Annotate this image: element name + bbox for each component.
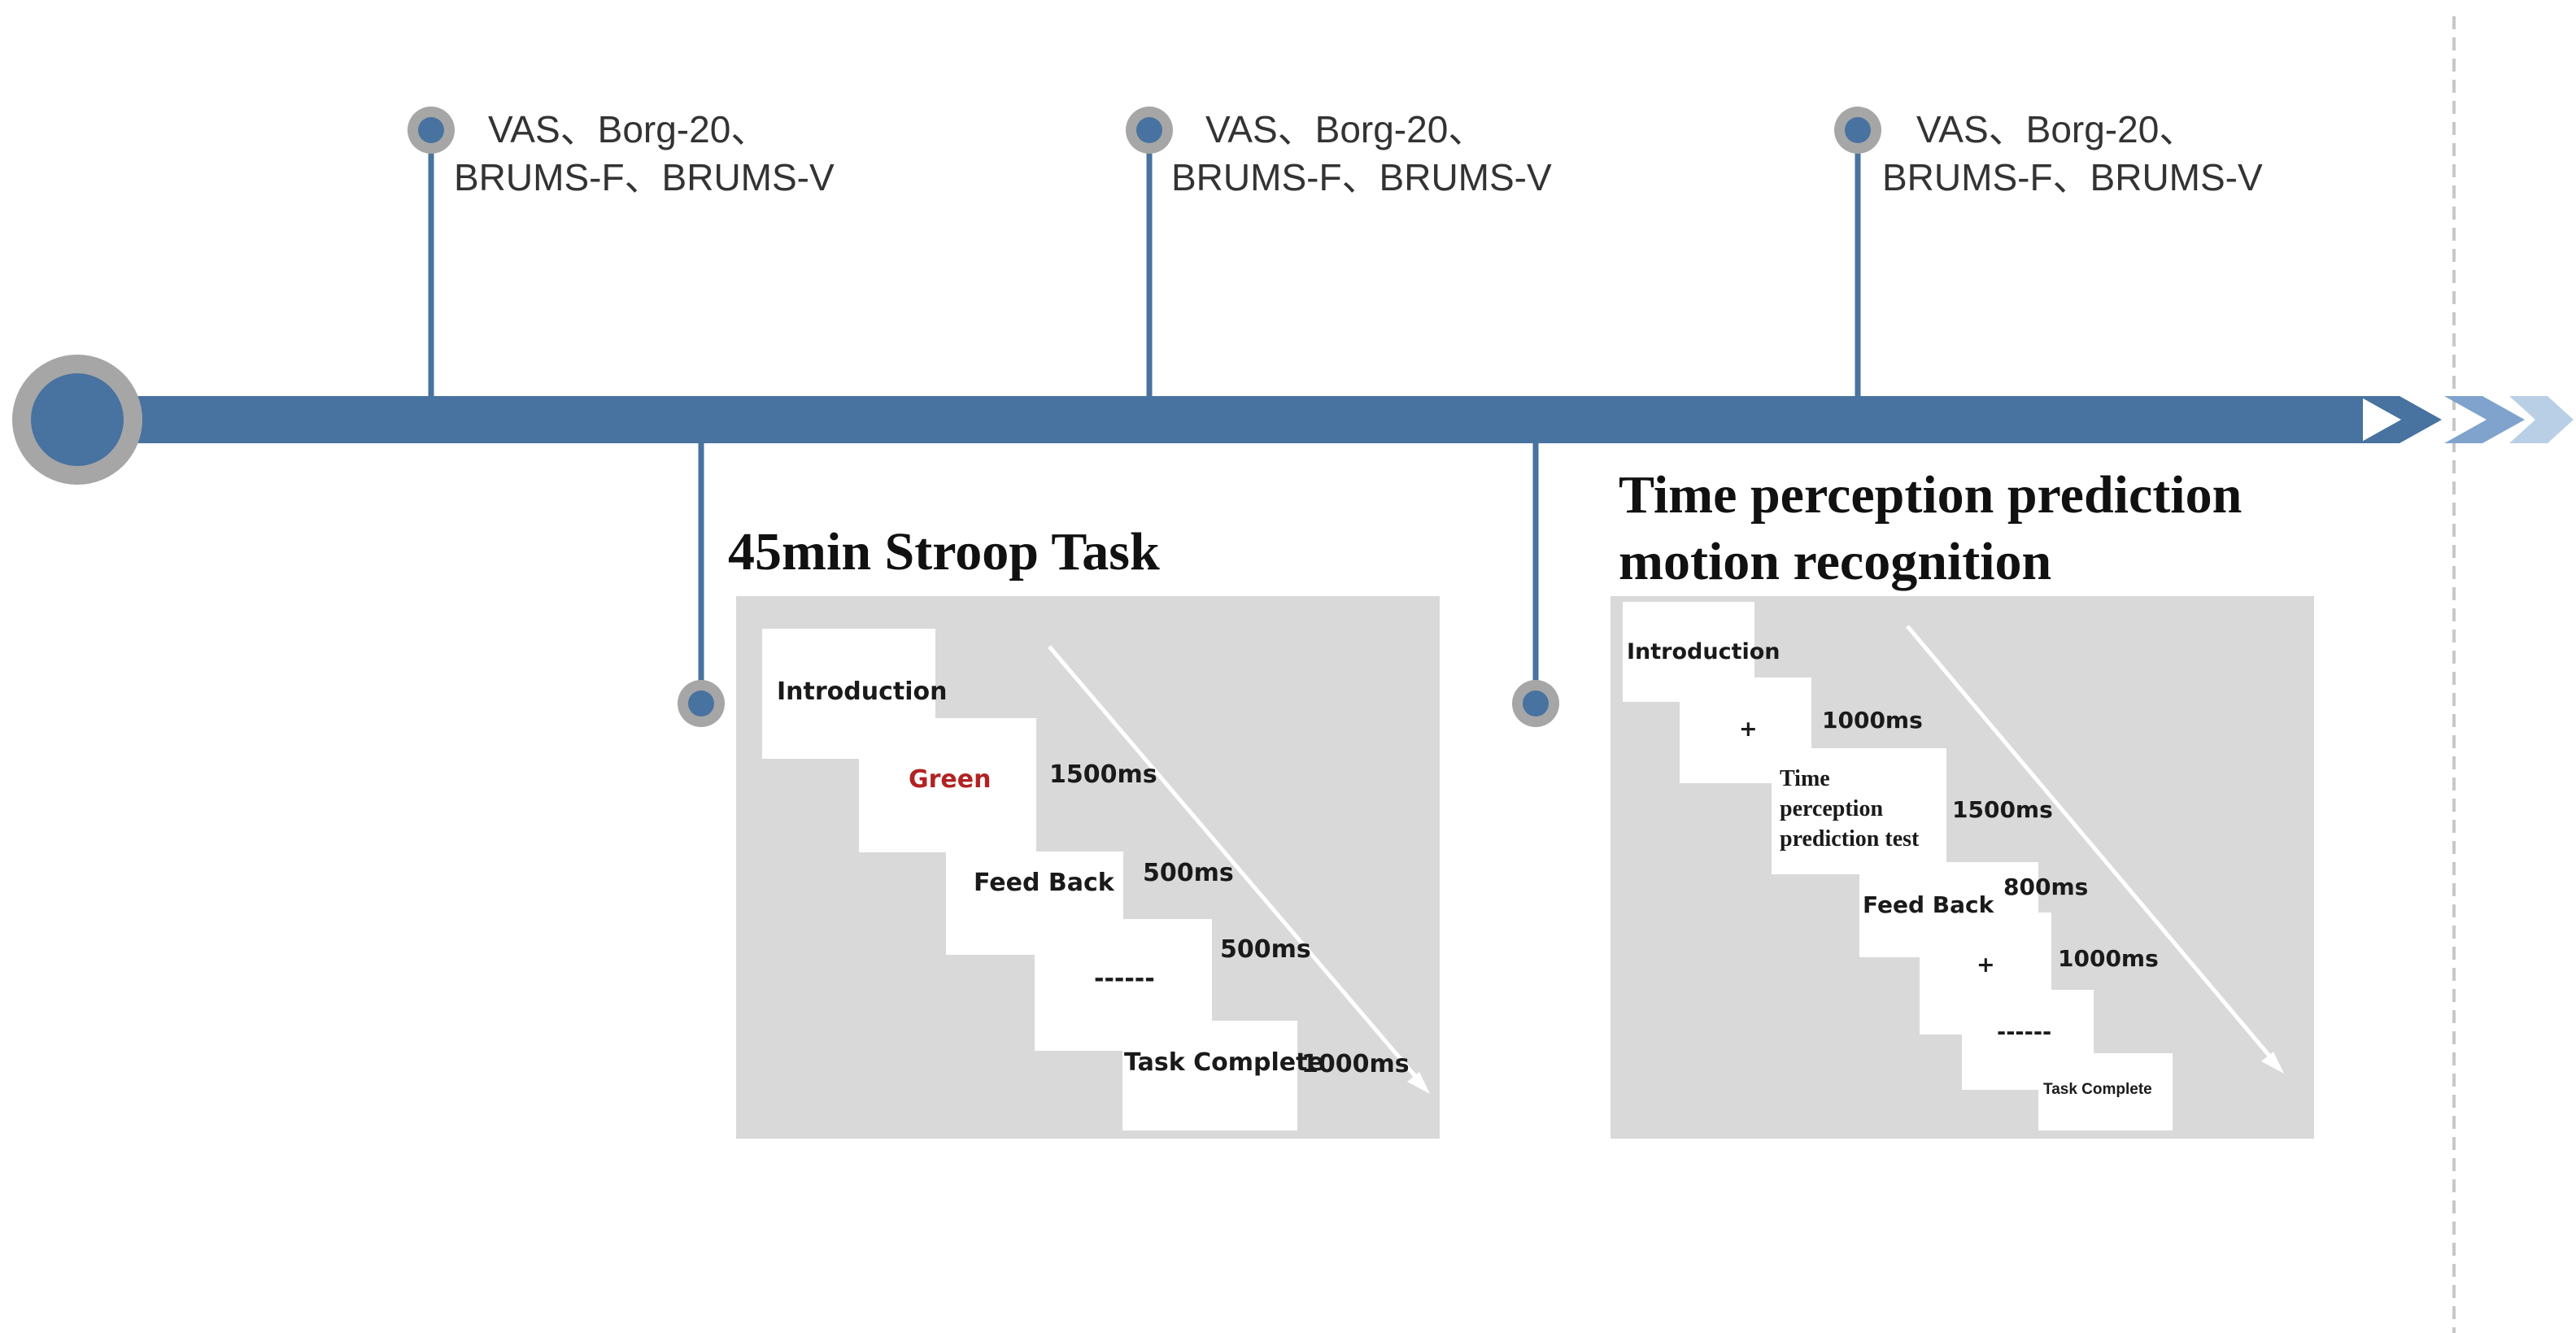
stroop-card-complete [1122,1021,1297,1130]
stroop-duration-4: 1000ms [1301,1050,1410,1078]
stroop-node [678,680,725,727]
time-prediction-line1: Time [1780,766,1830,791]
time-task-title-line2: motion recognition [1619,532,2051,591]
time-ellipsis: ------ [1997,1020,2051,1045]
time-card-complete [2038,1053,2173,1130]
time-duration-1: 1000ms [1822,707,1923,734]
time-duration-4: 1000ms [2058,945,2159,972]
stroop-duration-2: 500ms [1143,859,1234,887]
measure-2-line2: BRUMS-F、BRUMS-V [1171,156,1552,198]
chevron-arrow-3 [2509,396,2574,443]
stroop-complete-label: Task Complete [1124,1048,1324,1077]
stroop-stimulus-word: Green [909,765,991,794]
time-fixation-2: + [1977,952,1995,978]
stroop-ellipsis: ------ [1094,965,1155,993]
timeline-start-inner [31,373,124,466]
stroop-panel: Introduction Green Feed Back ------ Task… [736,596,1440,1139]
time-prediction-line2: perception [1780,796,1883,821]
time-complete-label: Task Complete [2043,1081,2152,1098]
measure-node-2 [1126,107,1173,154]
time-task-title-line1: Time perception prediction [1619,465,2242,525]
stroop-title: 45min Stroop Task [728,522,1160,582]
measure-3-line2: BRUMS-F、BRUMS-V [1882,156,2263,198]
chevron-arrow-2 [2444,396,2525,443]
measure-node-1 [408,107,455,154]
stroop-card-stimulus [859,718,1036,852]
measure-2-line1: VAS、Borg-20、 [1205,108,1485,150]
time-flow-arrowhead [2261,1052,2284,1074]
time-fixation-1: + [1739,717,1758,742]
time-duration-2: 1500ms [1952,796,2053,823]
stroop-duration-1: 1500ms [1049,760,1157,789]
measure-3-line1: VAS、Borg-20、 [1916,108,2196,150]
timeline-bar [77,396,2363,443]
time-feedback-label: Feed Back [1863,891,1995,918]
stroop-duration-3: 500ms [1220,935,1311,964]
measure-1-line1: VAS、Borg-20、 [488,108,768,150]
chevron-arrow-1 [2359,396,2442,443]
stroop-flow-arrow [1048,645,1425,1087]
time-task-node [1512,680,1559,727]
time-duration-3: 800ms [2003,873,2088,900]
measure-1-line2: BRUMS-F、BRUMS-V [454,156,835,198]
time-introduction-label: Introduction [1627,639,1781,664]
stroop-introduction-label: Introduction [777,677,947,706]
stroop-flow-arrowhead [1407,1072,1430,1094]
time-prediction-line3: prediction test [1780,826,1920,852]
time-card-prediction [1772,748,1946,874]
time-task-panel: Introduction + Time perception predictio… [1611,596,2314,1139]
time-flow-arrow [1906,625,2279,1067]
stroop-feedback-label: Feed Back [974,869,1115,897]
measure-node-3 [1834,107,1881,154]
